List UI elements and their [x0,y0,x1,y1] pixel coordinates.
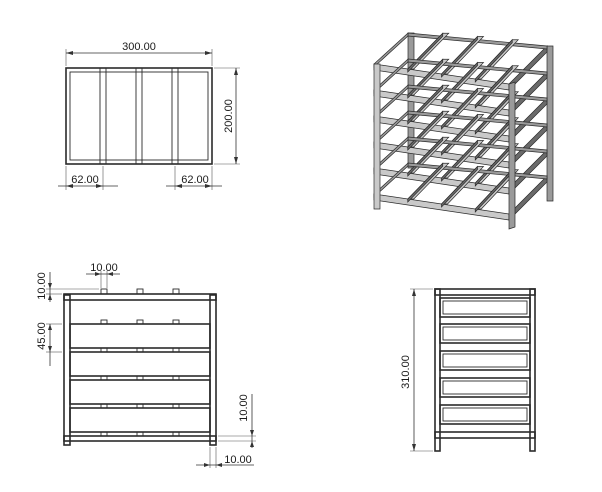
top-width-label: 300.00 [122,41,156,53]
iso-cross-slat-side [441,61,478,104]
side-height-label: 310.00 [400,355,412,389]
isometric-view [373,32,554,230]
top-right-spacing-label: 62.00 [181,174,209,186]
front-view: 10.00 10.00 45.00 10.00 [36,262,256,468]
front-right-post [209,294,217,446]
front-shelf-pitch-dimension: 45.00 [36,322,62,366]
top-view-outer-frame [65,67,213,165]
top-left-spacing-dimension: 62.00 [58,166,118,190]
top-view: 300.00 200.00 62.00 62.00 [58,41,240,190]
side-height-dimension: 310.00 [400,288,433,452]
iso-front-left-post [373,63,381,210]
iso-back-right-post [546,45,554,202]
front-foot-height-dimension: 10.00 [218,394,256,448]
iso-cross-slat-side [441,35,478,78]
side-top-bar [434,288,536,296]
iso-cross-slat-side [474,64,513,109]
iso-cross-slat-side [474,38,513,83]
front-top-offset-dimension: 10.00 [36,272,99,302]
top-height-label: 200.00 [223,99,235,133]
side-view: 310.00 [400,288,536,452]
front-top-bar [63,293,217,301]
iso-cross-slat-side [441,87,478,130]
front-foot-width-label: 10.00 [224,454,252,466]
front-foot-height-label: 10.00 [238,394,250,422]
front-shelf-pitch-label: 45.00 [36,322,48,350]
top-width-dimension: 300.00 [65,41,213,66]
side-bottom-bar [434,431,536,439]
front-foot-width-dimension: 10.00 [196,447,254,468]
iso-cross-slat-side [441,139,478,182]
iso-cross-slat-side [441,113,478,156]
side-shelves [439,297,531,425]
front-top-tabs [100,288,180,295]
front-top-offset-label: 10.00 [36,272,48,300]
top-view-cross-members [99,67,179,165]
top-right-spacing-dimension: 62.00 [166,166,222,190]
top-height-dimension: 200.00 [214,67,240,165]
iso-cross-slat-side [407,162,444,203]
iso-front-right-post [508,81,516,230]
iso-left-rail [373,32,409,68]
front-tab-width-dimension: 10.00 [86,262,120,288]
top-view-inner-frame [69,71,209,161]
front-left-post [63,294,71,446]
top-left-spacing-label: 62.00 [71,174,99,186]
front-bottom-bar [63,435,217,442]
iso-cross-slat-side [441,165,478,208]
front-shelves [69,319,211,437]
front-tab-width-label: 10.00 [90,262,118,274]
